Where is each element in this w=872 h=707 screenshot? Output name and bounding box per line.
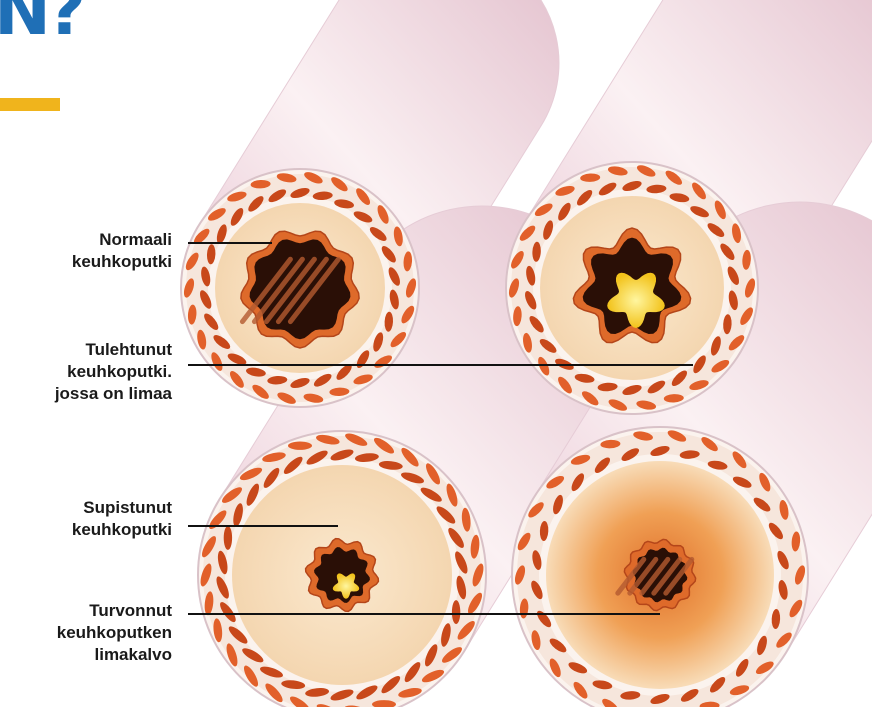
bronchus-section-normal <box>181 169 419 407</box>
label-constricted-bronchus: Supistunut keuhkoputki <box>0 497 172 541</box>
muscle-fiber <box>224 526 232 550</box>
corner-title-glyph: N? <box>0 0 82 46</box>
label-inflamed-bronchus: Tulehtunut keuhkoputki. jossa on limaa <box>0 339 172 405</box>
bronchus-section-swollen <box>512 427 808 707</box>
bronchus-section-inflamed <box>506 162 758 414</box>
corner-accent-bar <box>0 98 60 111</box>
label-swollen-mucosa: Turvonnut keuhkoputken limakalvo <box>0 600 172 666</box>
bronchus-section-constricted <box>198 431 486 707</box>
label-normal-bronchus: Normaali keuhkoputki <box>0 229 172 273</box>
muscle-fiber <box>452 600 460 624</box>
muscle-fiber <box>288 442 312 450</box>
